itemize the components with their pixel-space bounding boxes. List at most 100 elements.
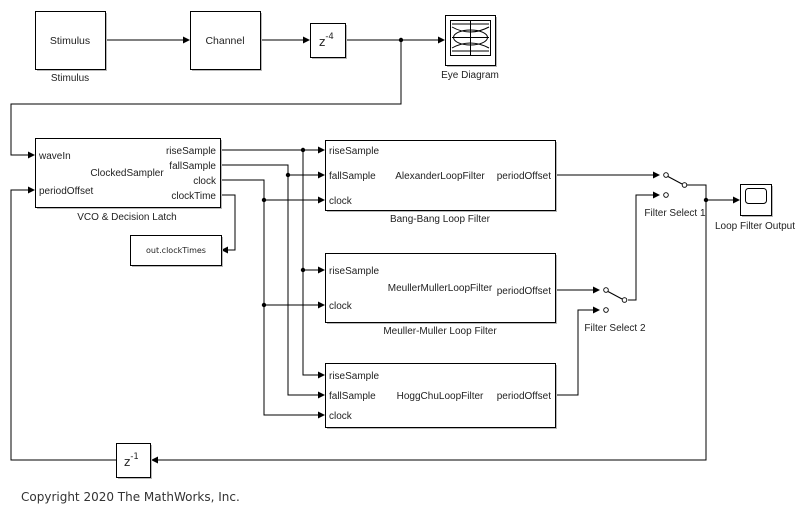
wire-clock-hoggchu[interactable]	[220, 179, 319, 416]
bangbang-input-port-fallsample: fallSample	[329, 171, 376, 182]
eye-diagram-block[interactable]	[445, 15, 498, 68]
hc-output-port-periodoffset: periodOffset	[497, 391, 552, 402]
filter-select-2-caption: Filter Select 2	[584, 323, 646, 334]
channel-block[interactable]: Channel	[190, 11, 263, 72]
filter-select-1-switch[interactable]	[663, 172, 688, 198]
hc-input-port-clock: clock	[329, 411, 353, 422]
copyright-notice: Copyright 2020 The MathWorks, Inc.	[21, 490, 240, 504]
branch-point	[261, 302, 267, 308]
stimulus-block[interactable]: Stimulus	[35, 11, 108, 72]
delay-z1-block[interactable]: z-1	[116, 443, 153, 480]
arrowhead	[318, 196, 325, 204]
arrowhead	[318, 371, 325, 379]
clock-times-label: out.clockTimes	[146, 246, 206, 255]
branch-point	[285, 172, 291, 178]
mm-output-port-periodoffset: periodOffset	[497, 286, 552, 297]
bangbang-input-port-clock: clock	[329, 196, 353, 207]
wire-feedback-to-periodoffset[interactable]	[10, 189, 116, 461]
wire-fallsample-hoggchu[interactable]	[220, 164, 319, 396]
mm-block-label: MeullerMullerLoopFilter	[388, 283, 493, 294]
eye-diagram-caption: Eye Diagram	[441, 70, 499, 81]
delay-z1-label: z-1	[124, 452, 139, 469]
vco-output-port-clocktime: clockTime	[171, 191, 216, 202]
mm-block-caption: Meuller-Muller Loop Filter	[383, 326, 497, 337]
delay-z4-exponent: -4	[325, 32, 333, 42]
delay-z4-block[interactable]: z-4	[310, 23, 348, 60]
delay-z1-base: z	[124, 455, 130, 469]
arrowhead	[653, 191, 660, 199]
arrowhead	[593, 306, 600, 314]
clock-times-output-block[interactable]: out.clockTimes	[130, 235, 224, 268]
switch2-input-contact-2	[603, 307, 609, 313]
arrowhead	[318, 391, 325, 399]
branch-point	[703, 197, 709, 203]
delay-z1-exponent: -1	[130, 452, 138, 462]
switch1-input-contact-2	[663, 192, 669, 198]
arrowhead	[593, 286, 600, 294]
delay-z4-label: z-4	[319, 32, 334, 49]
arrowhead	[318, 411, 325, 419]
arrowhead	[28, 151, 35, 159]
arrowhead	[318, 171, 325, 179]
signal-lines	[10, 39, 734, 461]
branch-point	[261, 197, 267, 203]
mueller-muller-loop-filter-block[interactable]: riseSample clock MeullerMullerLoopFilter…	[325, 253, 558, 325]
stimulus-block-label: Stimulus	[50, 35, 90, 47]
vco-input-port-periodoffset: periodOffset	[39, 186, 94, 197]
wire-switch2-to-switch1[interactable]	[628, 194, 654, 301]
hc-input-port-risesample: riseSample	[329, 371, 379, 382]
delay-z4-base: z	[319, 35, 325, 49]
arrowhead	[318, 266, 325, 274]
vco-output-port-fallsample: fallSample	[169, 161, 216, 172]
bangbang-input-port-risesample: riseSample	[329, 146, 379, 157]
bangbang-block-label: AlexanderLoopFilter	[395, 171, 485, 182]
mm-input-port-risesample: riseSample	[329, 266, 379, 277]
wire-hoggchu-to-switch2[interactable]	[555, 309, 594, 396]
bangbang-block-caption: Bang-Bang Loop Filter	[390, 214, 491, 225]
arrowhead	[733, 196, 740, 204]
loop-filter-output-scope-block[interactable]	[740, 184, 774, 218]
stimulus-block-caption: Stimulus	[51, 73, 89, 84]
wire-switch1-to-feedback[interactable]	[157, 184, 707, 461]
bangbang-output-port-periodoffset: periodOffset	[497, 171, 552, 182]
vco-block-label: ClockedSampler	[90, 168, 164, 179]
switch1-output-contact	[681, 182, 688, 188]
branch-point	[300, 147, 306, 153]
hc-input-port-fallsample: fallSample	[329, 391, 376, 402]
scope-icon	[745, 188, 767, 204]
arrowhead	[221, 246, 228, 254]
arrowheads	[28, 36, 740, 464]
arrowhead	[318, 301, 325, 309]
arrowhead	[318, 146, 325, 154]
hc-block-label: HoggChuLoopFilter	[397, 391, 484, 402]
arrowhead	[653, 171, 660, 179]
vco-output-port-clock: clock	[193, 176, 217, 187]
arrowhead	[183, 36, 190, 44]
wire-risesample-hoggchu[interactable]	[302, 150, 319, 376]
bang-bang-loop-filter-block[interactable]: riseSample fallSample clock AlexanderLoo…	[325, 140, 558, 213]
vco-block-caption: VCO & Decision Latch	[77, 212, 177, 223]
mm-input-port-clock: clock	[329, 301, 353, 312]
filter-select-2-switch[interactable]	[603, 287, 628, 313]
arrowhead	[438, 36, 445, 44]
arrowhead	[151, 456, 158, 464]
switch2-input-contact-1	[603, 287, 609, 293]
eye-diagram-icon	[450, 20, 491, 56]
hogg-chu-loop-filter-block[interactable]: riseSample fallSample clock HoggChuLoopF…	[325, 363, 558, 430]
branch-point	[398, 37, 404, 43]
loop-filter-output-caption: Loop Filter Output	[715, 221, 795, 232]
filter-select-1-caption: Filter Select 1	[644, 208, 706, 219]
vco-decision-latch-block[interactable]: waveIn periodOffset ClockedSampler riseS…	[35, 138, 223, 210]
switch2-output-contact	[621, 297, 628, 303]
wire-clocktime-to-out[interactable]	[220, 194, 236, 251]
arrowhead	[28, 186, 35, 194]
branch-points	[261, 37, 709, 308]
channel-block-label: Channel	[205, 35, 244, 47]
switch1-input-contact-1	[663, 172, 669, 178]
switch1-lever	[667, 176, 683, 185]
vco-input-port-wavein: waveIn	[38, 151, 71, 162]
branch-point	[300, 267, 306, 273]
wire-delay-to-wavein[interactable]	[10, 40, 402, 156]
vco-output-port-risesample: riseSample	[166, 146, 216, 157]
